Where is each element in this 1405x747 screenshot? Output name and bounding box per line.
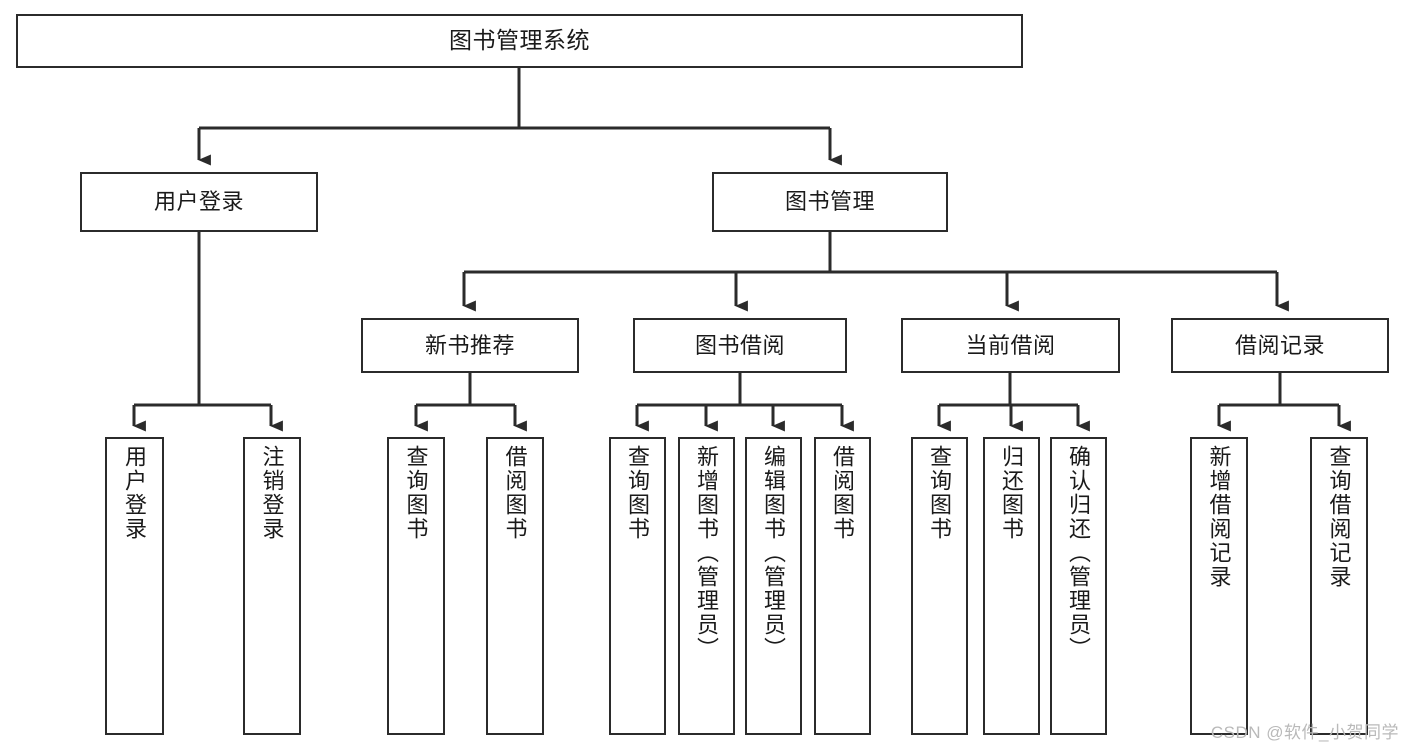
leaf-query-book-current-label: 查询图书: [927, 445, 953, 541]
node-root[interactable]: 图书管理系统: [16, 14, 1023, 68]
leaf-query-book-recommend[interactable]: 查询图书: [387, 437, 445, 735]
leaf-edit-book-admin-label: 编辑图书（管理员）: [761, 445, 787, 661]
leaf-confirm-return-admin-label: 确认归还（管理员）: [1066, 445, 1092, 661]
node-new-book-recommend[interactable]: 新书推荐: [361, 318, 579, 373]
leaf-borrow-book[interactable]: 借阅图书: [814, 437, 871, 735]
node-current-borrow[interactable]: 当前借阅: [901, 318, 1120, 373]
leaf-edit-book-admin[interactable]: 编辑图书（管理员）: [745, 437, 802, 735]
leaf-query-book-current[interactable]: 查询图书: [911, 437, 968, 735]
leaf-borrow-book-recommend[interactable]: 借阅图书: [486, 437, 544, 735]
node-new-book-recommend-label: 新书推荐: [424, 332, 515, 358]
leaf-user-login[interactable]: 用户登录: [105, 437, 164, 735]
leaf-logout[interactable]: 注销登录: [243, 437, 301, 735]
node-borrow-record-label: 借阅记录: [1234, 332, 1325, 358]
leaf-user-login-label: 用户登录: [122, 445, 148, 541]
leaf-add-borrow-record-label: 新增借阅记录: [1206, 445, 1232, 589]
leaf-query-borrow-record[interactable]: 查询借阅记录: [1310, 437, 1368, 735]
leaf-borrow-book-label: 借阅图书: [830, 445, 856, 541]
leaf-query-book-recommend-label: 查询图书: [403, 445, 429, 541]
node-current-borrow-label: 当前借阅: [965, 332, 1056, 358]
node-user-login[interactable]: 用户登录: [80, 172, 318, 232]
leaf-return-book[interactable]: 归还图书: [983, 437, 1040, 735]
leaf-logout-label: 注销登录: [259, 445, 285, 541]
node-book-management[interactable]: 图书管理: [712, 172, 948, 232]
leaf-query-book-borrow-label: 查询图书: [625, 445, 651, 541]
node-borrow-record[interactable]: 借阅记录: [1171, 318, 1389, 373]
leaf-add-book-admin-label: 新增图书（管理员）: [694, 445, 720, 661]
node-book-borrow-label: 图书借阅: [694, 332, 785, 358]
leaf-query-book-borrow[interactable]: 查询图书: [609, 437, 666, 735]
node-book-borrow[interactable]: 图书借阅: [633, 318, 847, 373]
node-book-management-label: 图书管理: [784, 189, 875, 215]
leaf-query-borrow-record-label: 查询借阅记录: [1326, 445, 1352, 589]
leaf-add-book-admin[interactable]: 新增图书（管理员）: [678, 437, 735, 735]
node-user-login-label: 用户登录: [153, 189, 244, 215]
leaf-confirm-return-admin[interactable]: 确认归还（管理员）: [1050, 437, 1107, 735]
node-root-label: 图书管理系统: [449, 27, 590, 54]
leaf-add-borrow-record[interactable]: 新增借阅记录: [1190, 437, 1248, 735]
leaf-borrow-book-recommend-label: 借阅图书: [502, 445, 528, 541]
csdn-watermark: CSDN @软件_小贺同学: [1210, 723, 1399, 742]
leaf-return-book-label: 归还图书: [999, 445, 1025, 541]
